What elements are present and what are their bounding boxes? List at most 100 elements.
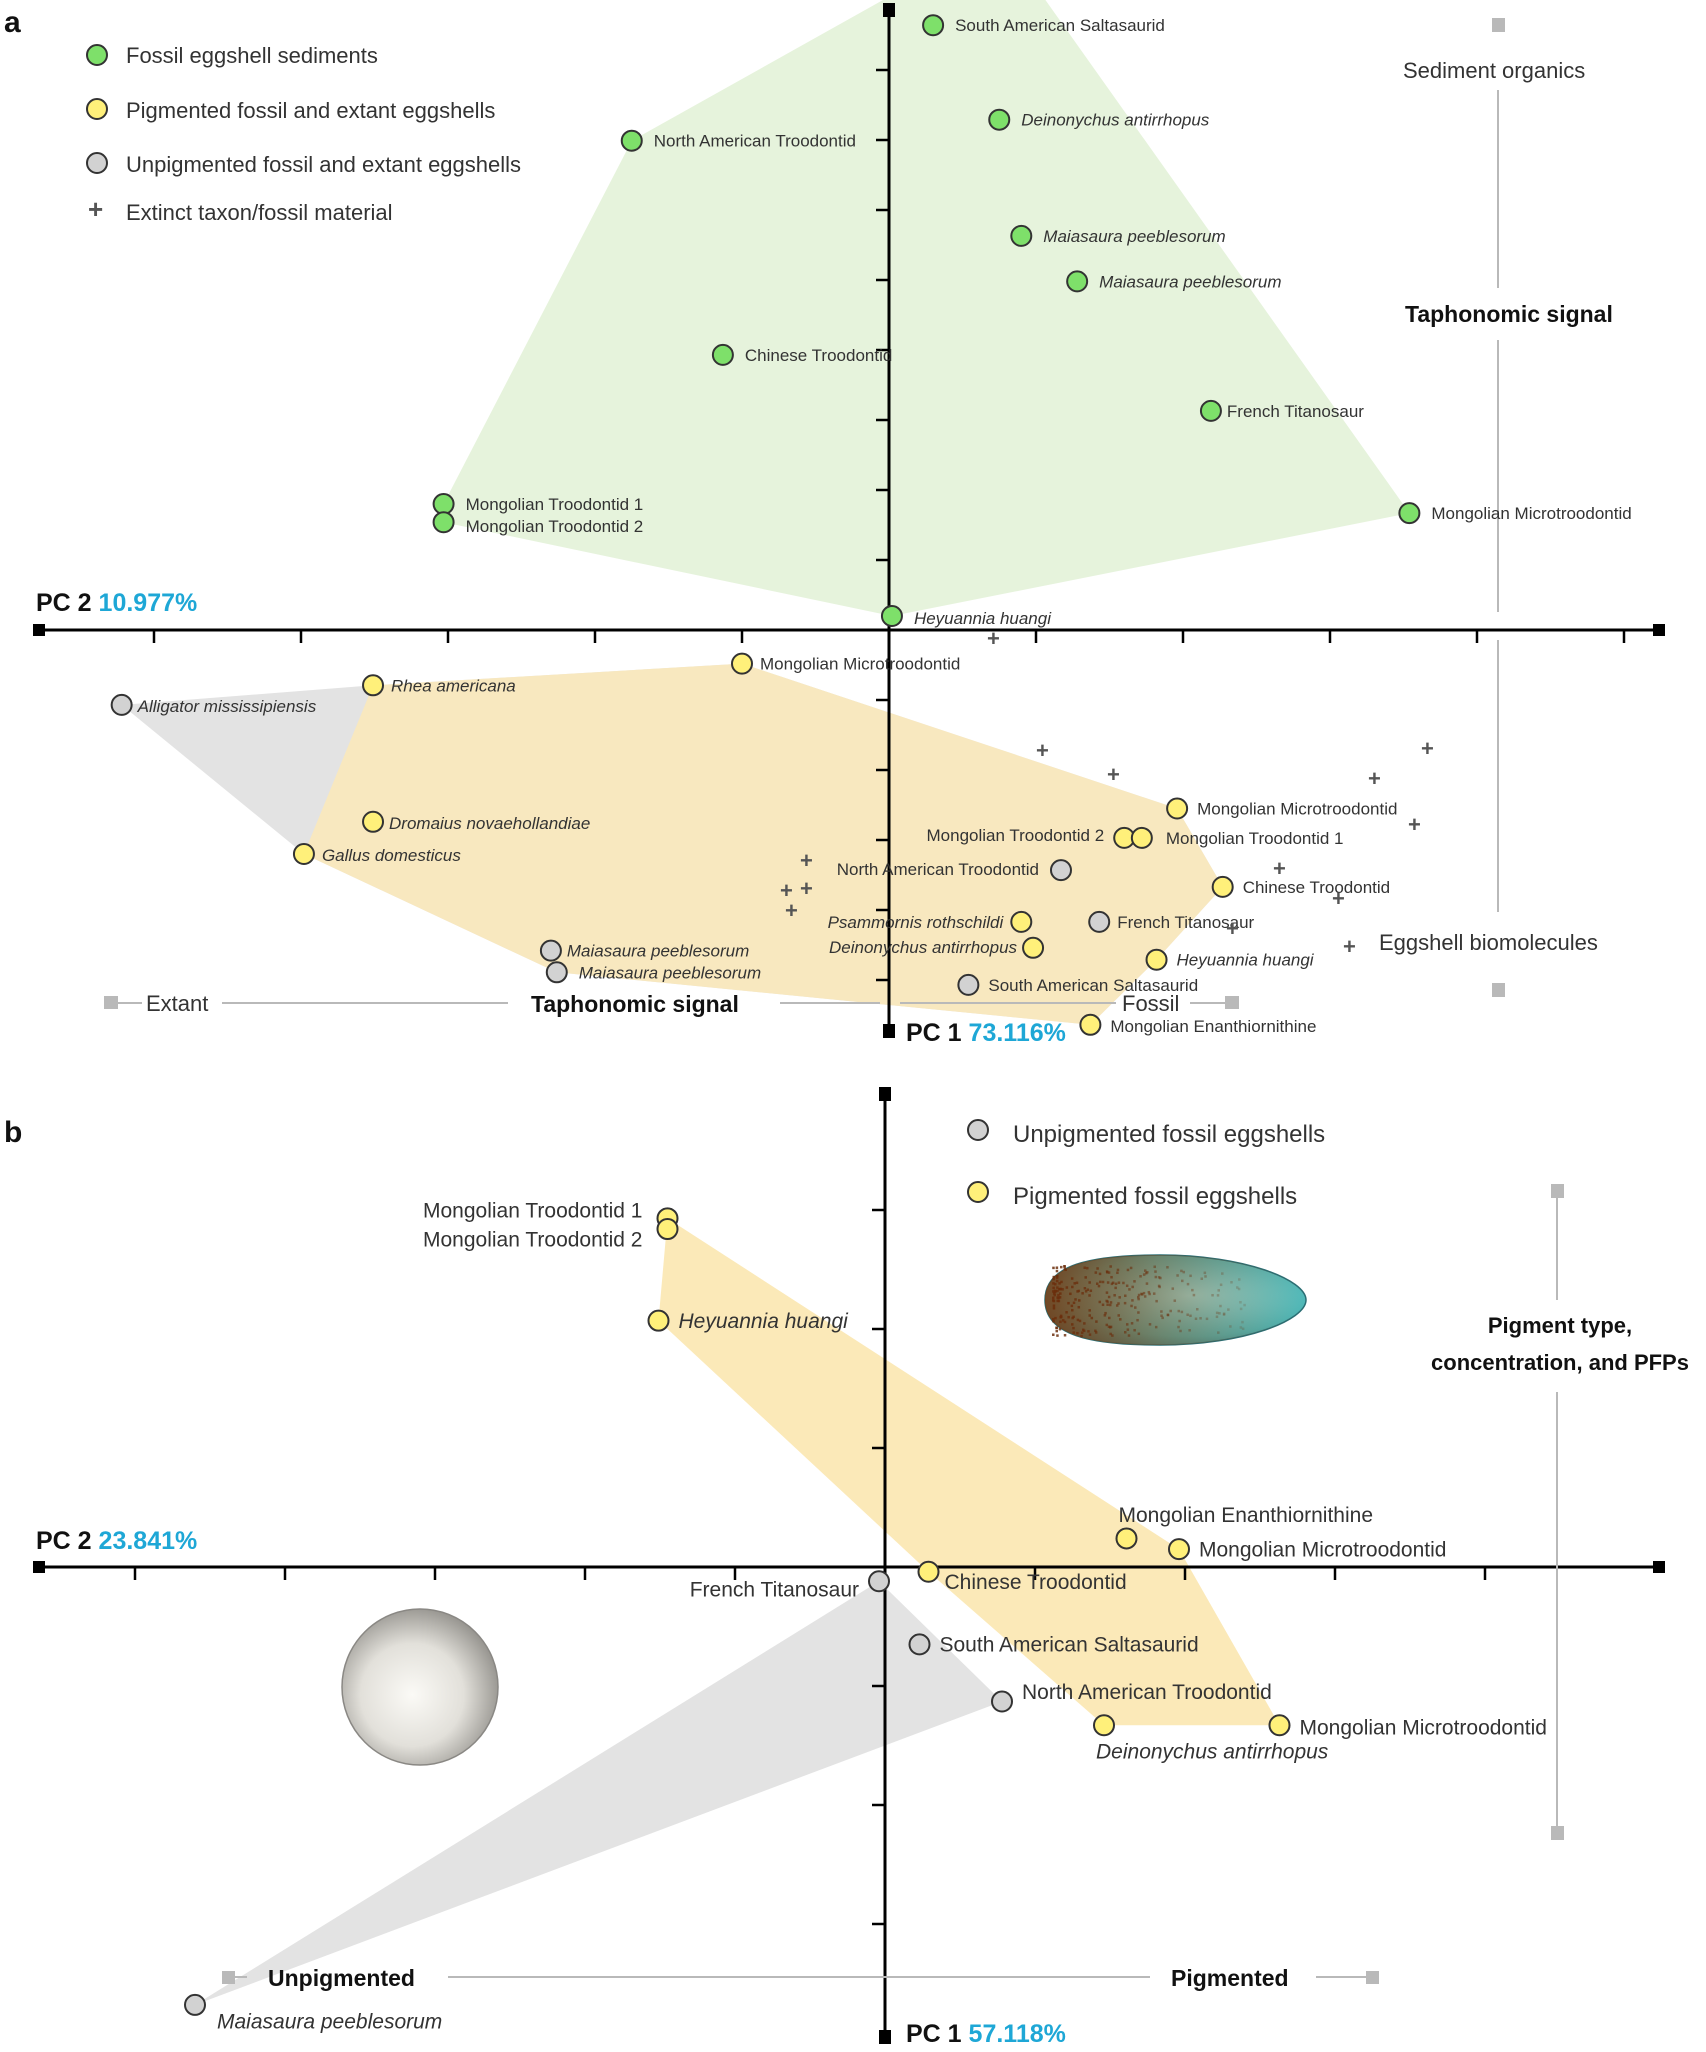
egg-speck xyxy=(1111,1334,1114,1337)
point-label: Mongolian Enanthiornithine xyxy=(1110,1017,1316,1036)
egg-speck xyxy=(1239,1307,1243,1311)
egg-speck xyxy=(1229,1325,1232,1328)
egg-speck xyxy=(1131,1285,1134,1289)
data-point-green xyxy=(711,343,734,366)
egg-speck xyxy=(1099,1280,1102,1284)
egg-speck xyxy=(1158,1285,1161,1289)
egg-speck xyxy=(1129,1266,1133,1270)
vscale-end-top xyxy=(1551,1184,1564,1198)
egg-speck xyxy=(1056,1289,1059,1293)
egg-speck xyxy=(1192,1293,1196,1297)
egg-speck xyxy=(1205,1317,1209,1321)
egg-speck xyxy=(1237,1287,1241,1291)
point-label: Deinonychus antirrhopus xyxy=(1096,1741,1329,1764)
egg-speck xyxy=(1131,1299,1134,1302)
panel-a-extinct-markers: ++++++++++++++ xyxy=(780,626,1434,959)
egg-speck xyxy=(1094,1331,1098,1334)
extinct-plus-marker: + xyxy=(800,876,813,901)
sediment-hull xyxy=(443,0,1410,616)
scale-end-left xyxy=(104,996,118,1009)
egg-speck xyxy=(1136,1295,1140,1299)
point-label: Heyuannia huangi xyxy=(1177,951,1315,970)
egg-speck xyxy=(1101,1280,1105,1284)
point-label: French Titanosaur xyxy=(1227,402,1364,421)
point-label: Maiasaura peeblesorum xyxy=(567,942,749,961)
egg-speck xyxy=(1088,1309,1091,1312)
egg-speck xyxy=(1055,1329,1058,1333)
egg-speck xyxy=(1052,1282,1055,1285)
panel-letter-b: b xyxy=(4,1116,22,1149)
panel-a-x-axis-end-left xyxy=(33,624,45,636)
egg-speck xyxy=(1117,1281,1121,1284)
legend-marker-gray xyxy=(967,1119,989,1141)
egg-speckles xyxy=(1052,1265,1246,1338)
legend-marker-yellow xyxy=(86,98,108,120)
egg-speck xyxy=(1160,1314,1163,1318)
egg-speck xyxy=(1095,1282,1099,1285)
egg-speck xyxy=(1059,1265,1063,1269)
panel-a-y-axis-end-bottom xyxy=(883,1024,895,1038)
egg-speck xyxy=(1072,1326,1075,1330)
data-point-yellow xyxy=(1268,1714,1291,1737)
egg-speck xyxy=(1216,1294,1220,1297)
egg-speck xyxy=(1067,1315,1070,1319)
egg-speck xyxy=(1105,1299,1108,1303)
egg-speck xyxy=(1219,1283,1223,1287)
data-point-yellow xyxy=(647,1309,670,1332)
legend-marker-green xyxy=(86,44,108,66)
egg-speck xyxy=(1130,1322,1134,1325)
egg-speck xyxy=(1143,1295,1147,1298)
egg-speck xyxy=(1203,1271,1207,1275)
egg-speck xyxy=(1109,1325,1113,1329)
egg-speck xyxy=(1222,1312,1226,1315)
egg-speck xyxy=(1182,1270,1186,1274)
egg-speck xyxy=(1110,1275,1113,1279)
egg-speck xyxy=(1130,1304,1133,1308)
egg-speck xyxy=(1152,1292,1156,1295)
egg-speck xyxy=(1134,1306,1137,1309)
point-label: Mongolian Microtroodontid xyxy=(1197,799,1397,818)
panel-b-hulls xyxy=(195,1218,1280,2005)
unpigmented-egg-illustration xyxy=(341,1608,499,1766)
egg-speck xyxy=(1056,1299,1059,1303)
egg-speck xyxy=(1058,1296,1062,1299)
vscale-end-bottom xyxy=(1492,983,1505,997)
egg-speck xyxy=(1173,1299,1177,1302)
data-point-gray xyxy=(1049,859,1072,882)
egg-speck xyxy=(1161,1316,1164,1320)
data-point-green xyxy=(1398,502,1421,525)
egg-speck xyxy=(1241,1327,1245,1331)
egg-speck xyxy=(1215,1315,1219,1319)
egg-speck xyxy=(1052,1307,1056,1310)
panel-b-x-axis-end-right xyxy=(1653,1561,1665,1573)
point-label: Mongolian Enanthiornithine xyxy=(1119,1504,1374,1527)
egg-speck xyxy=(1067,1301,1070,1305)
data-point-gray xyxy=(184,1993,206,2016)
egg-speck xyxy=(1106,1271,1109,1274)
egg-speck xyxy=(1073,1282,1076,1285)
egg-speck xyxy=(1137,1332,1141,1336)
egg-speck xyxy=(1096,1267,1099,1270)
point-label: Mongolian Troodontid 2 xyxy=(423,1228,643,1251)
vscale-end-top xyxy=(1492,18,1505,32)
egg-speck xyxy=(1188,1329,1191,1332)
egg-speck xyxy=(1105,1291,1109,1294)
data-point-yellow xyxy=(1093,1714,1115,1737)
egg-speck xyxy=(1142,1273,1146,1276)
egg-speck xyxy=(1052,1333,1055,1336)
pigmented-hull xyxy=(303,663,1223,1025)
data-point-yellow xyxy=(917,1560,940,1583)
egg-speck xyxy=(1191,1288,1194,1292)
egg-speck xyxy=(1052,1275,1056,1279)
extinct-plus-marker: + xyxy=(1332,886,1345,911)
egg-speck xyxy=(1071,1308,1074,1312)
egg-speck xyxy=(1088,1294,1091,1297)
egg-speck xyxy=(1239,1301,1242,1304)
panel-b-xlabel: PC 1 57.118% xyxy=(906,2020,1066,2047)
extinct-plus-marker: + xyxy=(1421,736,1434,761)
egg-speck xyxy=(1101,1303,1105,1307)
legend-marker-gray xyxy=(86,152,108,174)
egg-speck xyxy=(1110,1282,1114,1286)
egg-speck xyxy=(1177,1325,1180,1329)
data-point-green xyxy=(620,129,643,152)
